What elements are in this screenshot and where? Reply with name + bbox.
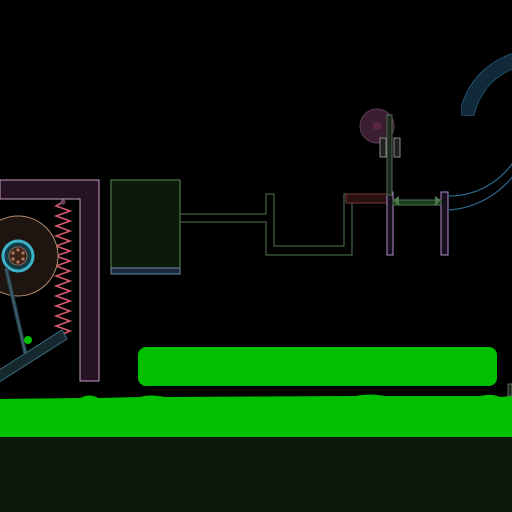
goo-slab	[138, 347, 497, 386]
spring-top-pin	[60, 199, 66, 205]
spring	[53, 201, 73, 335]
connector-arrow-right	[435, 196, 441, 206]
rail-connector	[392, 199, 442, 206]
rail-right	[440, 191, 449, 256]
pendulum-clamp-right	[393, 137, 401, 158]
green-box	[110, 179, 181, 275]
goo-floor	[0, 394, 512, 437]
wheel-hub-bolts	[11, 248, 25, 264]
arc-track-fill	[462, 53, 512, 115]
link-rod-outline	[5, 267, 27, 357]
pendulum-rod	[386, 114, 393, 196]
rail-left	[386, 191, 394, 256]
arc-track-lower-inner	[447, 176, 512, 211]
arc-track-lower	[447, 162, 512, 197]
green-ball	[24, 336, 32, 344]
purple-frame	[0, 179, 100, 382]
edge-post	[507, 383, 512, 397]
red-bar	[345, 193, 389, 204]
ground	[0, 436, 512, 512]
pipe	[180, 193, 353, 256]
pendulum-clamp-left	[379, 137, 387, 158]
green-box-base	[110, 267, 181, 275]
pendulum-pivot	[373, 122, 381, 130]
connector-arrow-left	[393, 196, 399, 206]
diagonal-arm	[0, 329, 68, 383]
